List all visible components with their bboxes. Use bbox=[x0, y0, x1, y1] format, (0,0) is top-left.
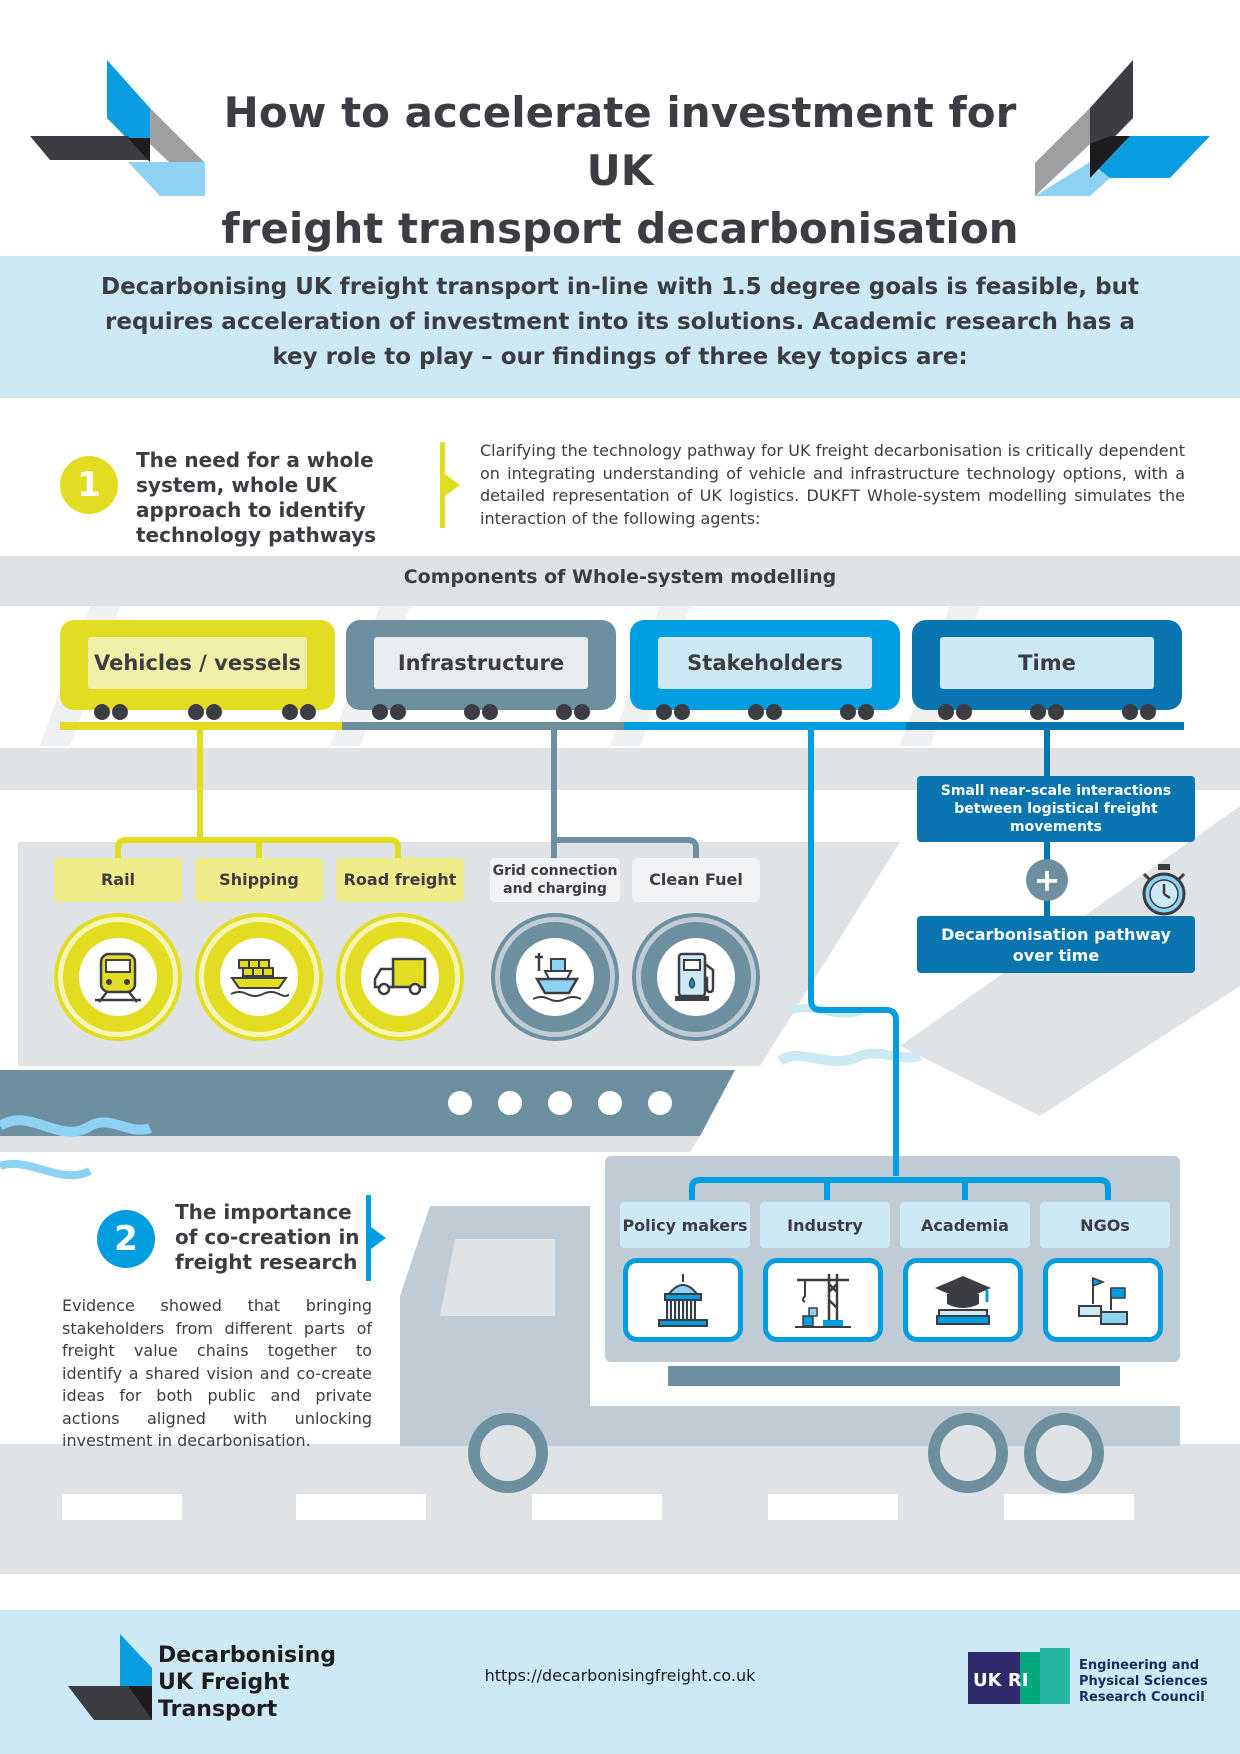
cargo-ship-icon bbox=[230, 959, 289, 997]
train-icon bbox=[95, 952, 141, 1003]
ukri-logo-text: UK RI bbox=[973, 1670, 1028, 1691]
rail-ring bbox=[63, 922, 173, 1032]
truck-icon bbox=[373, 957, 427, 996]
time-pathway-text: Decarbonisation pathway over time bbox=[941, 924, 1171, 965]
car-time-label: Time bbox=[1018, 651, 1076, 675]
track-infrastructure bbox=[342, 722, 624, 730]
connector-lines bbox=[115, 730, 1050, 1176]
tag-clean-fuel: Clean Fuel bbox=[632, 858, 760, 902]
section2-title: The importance of co-creation in freight… bbox=[175, 1200, 360, 1274]
dukft-name-line2: UK Freight bbox=[158, 1670, 290, 1695]
policy-makers-card bbox=[623, 1258, 743, 1342]
tag-policy-makers: Policy makers bbox=[620, 1202, 750, 1248]
academia-card bbox=[903, 1258, 1023, 1342]
car-infrastructure: Infrastructure bbox=[346, 620, 616, 720]
plus-icon: + bbox=[1026, 859, 1068, 901]
tag-grid-connection: Grid connection and charging bbox=[490, 858, 620, 902]
header-logo-right bbox=[1035, 60, 1210, 196]
car-stakeholders-label: Stakeholders bbox=[687, 651, 843, 675]
car-vehicles-label: Vehicles / vessels bbox=[93, 651, 302, 675]
header-logo-left bbox=[30, 60, 205, 196]
section2-body: Evidence showed that bringing stakeholde… bbox=[62, 1296, 372, 1450]
section2-divider-arrow bbox=[366, 1195, 386, 1281]
epsrc-line3: Research Council bbox=[1079, 1690, 1205, 1705]
page-title-line1: How to accelerate investment for UK bbox=[223, 88, 1017, 195]
track-vehicles bbox=[60, 722, 342, 730]
section2-number: 2 bbox=[97, 1210, 155, 1268]
car-time: Time bbox=[912, 620, 1182, 720]
track-time bbox=[906, 722, 1184, 730]
section1-divider-arrow bbox=[440, 442, 460, 528]
page-title-line2: freight transport decarbonisation bbox=[221, 204, 1019, 253]
track-stakeholders bbox=[624, 722, 906, 730]
dukft-logo-text: Decarbonising UK Freight Transport bbox=[158, 1642, 336, 1723]
time-pathway-box: Decarbonisation pathway over time bbox=[917, 916, 1195, 973]
graduation-cap-icon bbox=[935, 1276, 991, 1325]
tag-ngos: NGOs bbox=[1040, 1202, 1170, 1248]
tag-rail: Rail bbox=[54, 858, 182, 902]
ship-charging-icon bbox=[532, 953, 582, 1002]
stakeholder-connectors bbox=[689, 1177, 1111, 1200]
tag-shipping: Shipping bbox=[195, 858, 323, 902]
dukft-logo-icon bbox=[68, 1634, 152, 1720]
tag-industry: Industry bbox=[760, 1202, 890, 1248]
road-freight-ring bbox=[345, 922, 455, 1032]
model-title-bar bbox=[0, 556, 1240, 606]
fuel-pump-icon bbox=[675, 952, 715, 1001]
section1-body: Clarifying the technology pathway for UK… bbox=[480, 441, 1185, 528]
industry-card bbox=[763, 1258, 883, 1342]
intro-band bbox=[0, 256, 1240, 398]
tag-academia: Academia bbox=[900, 1202, 1030, 1248]
ngos-card bbox=[1043, 1258, 1163, 1342]
intro-text: Decarbonising UK freight transport in-li… bbox=[101, 274, 1139, 370]
shipping-ring bbox=[204, 922, 314, 1032]
hands-flags-icon bbox=[1078, 1276, 1128, 1325]
grid-connection-ring bbox=[500, 922, 610, 1032]
section1-title: The need for a whole system, whole UK ap… bbox=[136, 448, 377, 547]
parliament-icon bbox=[658, 1274, 708, 1327]
time-interactions-box: Small near-scale interactions between lo… bbox=[917, 776, 1195, 842]
page-title: How to accelerate investment for UK frei… bbox=[220, 84, 1020, 258]
tag-road-freight: Road freight bbox=[336, 858, 464, 902]
epsrc-name: Engineering and Physical Sciences Resear… bbox=[1079, 1658, 1208, 1706]
car-infrastructure-label: Infrastructure bbox=[397, 651, 565, 675]
ukri-logo: UK RI bbox=[968, 1648, 1070, 1704]
car-stakeholders: Stakeholders bbox=[630, 620, 900, 720]
website-link[interactable]: https://decarbonisingfreight.co.uk bbox=[484, 1666, 756, 1685]
dukft-name-line1: Decarbonising bbox=[158, 1643, 337, 1668]
model-title: Components of Whole-system modelling bbox=[403, 566, 837, 588]
crane-icon bbox=[795, 1274, 851, 1328]
car-vehicles: Vehicles / vessels bbox=[60, 620, 335, 720]
epsrc-line2: Physical Sciences bbox=[1079, 1674, 1208, 1689]
stopwatch-icon bbox=[1142, 864, 1186, 916]
clean-fuel-ring bbox=[641, 922, 751, 1032]
section1-number: 1 bbox=[60, 456, 118, 514]
time-interactions-text: Small near-scale interactions between lo… bbox=[940, 783, 1172, 835]
epsrc-line1: Engineering and bbox=[1079, 1658, 1200, 1673]
dukft-name-line3: Transport bbox=[158, 1697, 278, 1722]
